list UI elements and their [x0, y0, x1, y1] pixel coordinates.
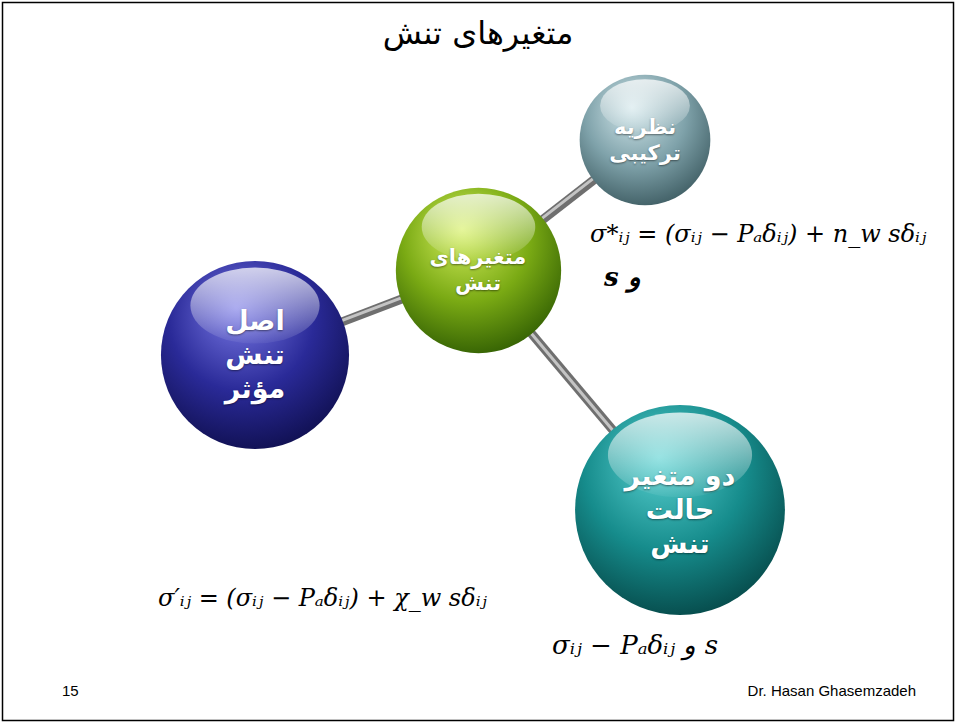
sphere-body: [580, 75, 711, 206]
node-label: دو متغیر حالت تنش: [615, 459, 746, 560]
formula: σ*ᵢⱼ = (σᵢⱼ − Pₐδᵢⱼ) + n_w sδᵢⱼ: [590, 220, 926, 248]
formula: s و: [604, 262, 641, 292]
connector-group: [339, 177, 614, 432]
formula: σ′ᵢⱼ = (σᵢⱼ − Pₐδᵢⱼ) + χ_w sδᵢⱼ: [158, 584, 487, 612]
node-label: نظریه ترکیبی: [604, 114, 686, 167]
sphere-shape: [579, 74, 711, 206]
author-credit: Dr. Hasan Ghasemzadeh: [748, 682, 916, 699]
connector-rod: [340, 298, 404, 322]
slide-title: متغیرهای تنش: [0, 14, 956, 52]
page-number: 15: [62, 682, 79, 699]
connector-highlight: [339, 297, 403, 321]
formula: σᵢⱼ − Pₐδᵢⱼ و s: [552, 630, 718, 660]
connector-rod: [529, 331, 614, 432]
connector-highlight: [528, 330, 613, 431]
node-label: اصل تنش مؤثر: [196, 304, 314, 405]
sphere-node: متغیرهای تنش: [395, 187, 562, 354]
sphere-body: [395, 187, 560, 352]
sphere-body: [575, 405, 785, 615]
sphere-node: نظریه ترکیبی: [579, 74, 711, 206]
slide-border: [3, 3, 954, 721]
connector-rod: [541, 178, 596, 221]
sphere-shape: [395, 187, 562, 354]
sphere-node: دو متغیر حالت تنش: [574, 404, 786, 616]
node-label: متغیرهای تنش: [407, 244, 550, 297]
connector-highlight: [540, 177, 595, 220]
sphere-node: اصل تنش مؤثر: [160, 260, 350, 450]
sphere-body: [161, 261, 349, 449]
